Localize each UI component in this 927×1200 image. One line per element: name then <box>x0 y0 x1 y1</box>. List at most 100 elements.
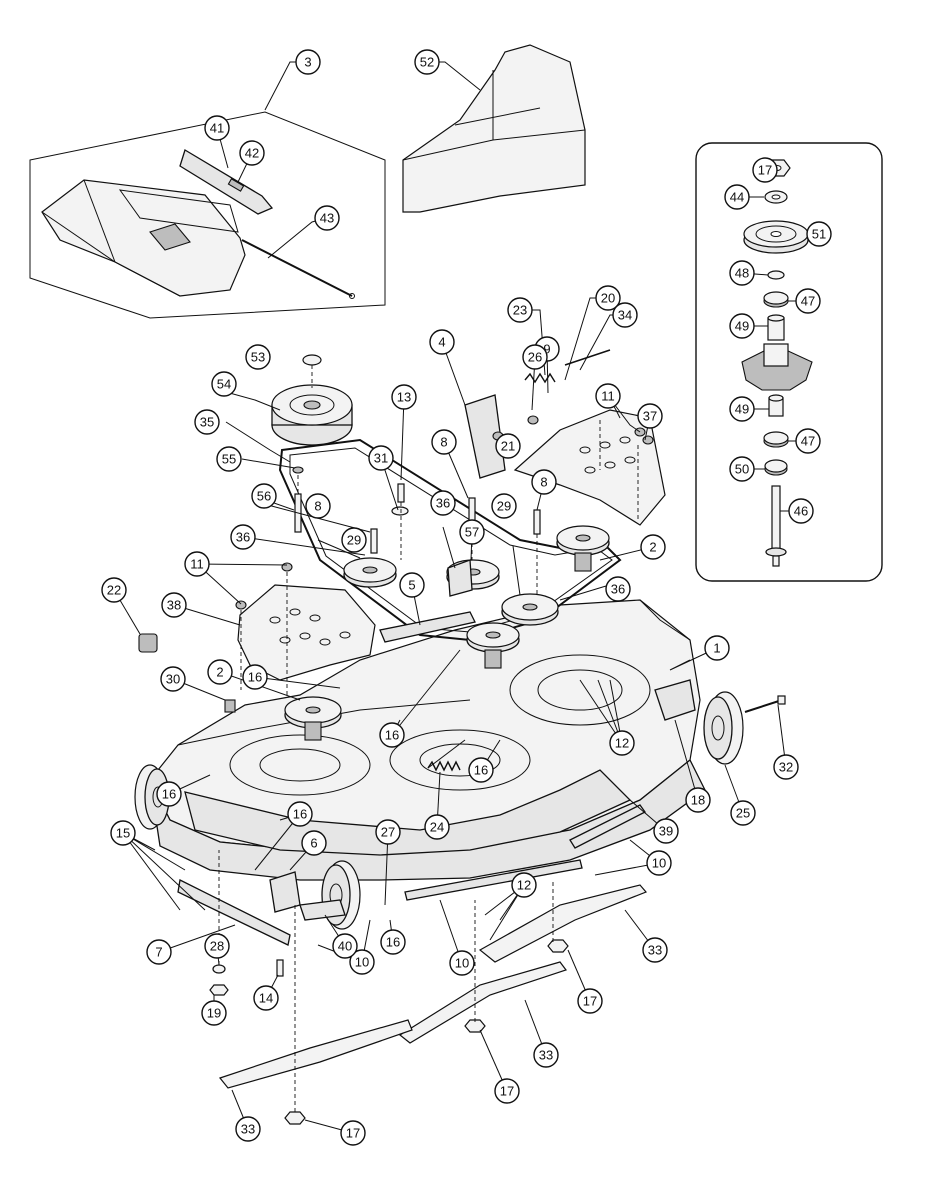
callout-number: 51 <box>812 227 826 242</box>
callout-number: 37 <box>643 409 657 424</box>
callout-number: 8 <box>440 435 447 450</box>
callout-bubble <box>646 850 672 876</box>
callout-number: 42 <box>245 146 259 161</box>
callout-20: 20 <box>595 285 621 311</box>
callout-bubble <box>468 757 494 783</box>
callout-number: 52 <box>420 55 434 70</box>
callout-bubble <box>201 1000 227 1026</box>
callout-12-2: 12 <box>511 872 537 898</box>
callout-7: 7 <box>146 939 172 965</box>
callout-bubble <box>340 1120 366 1146</box>
callout-5: 5 <box>399 572 425 598</box>
callout-17-3: 17 <box>494 1078 520 1104</box>
callout-number: 33 <box>648 943 662 958</box>
callout-bubble <box>511 872 537 898</box>
callout-number: 25 <box>736 806 750 821</box>
callout-36-2: 36 <box>430 490 456 516</box>
callout-3: 3 <box>295 49 321 75</box>
callout-33-1: 33 <box>642 937 668 963</box>
blades <box>218 884 648 1089</box>
callout-number: 54 <box>217 377 231 392</box>
callout-39: 39 <box>653 818 679 844</box>
callout-28: 28 <box>204 933 230 959</box>
callout-27: 27 <box>375 819 401 845</box>
callout-bubble <box>494 1078 520 1104</box>
assembly-lines <box>218 365 639 1112</box>
callout-number: 2 <box>649 540 656 555</box>
callout-bubble <box>207 659 233 685</box>
callout-8-1: 8 <box>431 429 457 455</box>
callout-number: 28 <box>210 939 224 954</box>
callout-number: 27 <box>381 825 395 840</box>
callout-bubble <box>729 260 755 286</box>
callout-bubble <box>459 519 485 545</box>
callout-number: 9 <box>543 342 550 357</box>
callout-number: 33 <box>539 1048 553 1063</box>
callout-bubble <box>287 801 313 827</box>
callout-number: 33 <box>241 1122 255 1137</box>
callout-38: 38 <box>161 592 187 618</box>
callout-bubble <box>577 988 603 1014</box>
callout-number: 5 <box>408 578 415 593</box>
callout-47-2: 47 <box>795 428 821 454</box>
callout-number: 1 <box>713 641 720 656</box>
callout-number: 48 <box>735 266 749 281</box>
callout-22: 22 <box>101 577 127 603</box>
callout-bubble <box>146 939 172 965</box>
callout-52: 52 <box>414 49 440 75</box>
callout-number: 57 <box>465 525 479 540</box>
callout-16-2: 16 <box>379 722 405 748</box>
callout-bubble <box>595 285 621 311</box>
callout-14: 14 <box>253 985 279 1011</box>
callout-bubble <box>230 524 256 550</box>
callout-bubble <box>239 140 265 166</box>
callout-bubble <box>242 664 268 690</box>
callout-57: 57 <box>459 519 485 545</box>
callout-49-2: 49 <box>729 396 755 422</box>
callout-8-2: 8 <box>531 469 557 495</box>
callout-18: 18 <box>685 787 711 813</box>
callout-number: 50 <box>735 462 749 477</box>
callout-32: 32 <box>773 754 799 780</box>
callout-bubble <box>795 428 821 454</box>
callout-bubble <box>349 949 375 975</box>
callout-bubble <box>729 456 755 482</box>
callout-55: 55 <box>216 446 242 472</box>
callout-number: 44 <box>730 190 744 205</box>
callout-bubble <box>449 950 475 976</box>
callout-30: 30 <box>160 666 186 692</box>
callout-number: 15 <box>116 826 130 841</box>
callout-number: 13 <box>397 390 411 405</box>
callout-21: 21 <box>495 433 521 459</box>
callout-bubble <box>531 469 557 495</box>
callout-bubble <box>184 551 210 577</box>
callout-number: 16 <box>248 670 262 685</box>
spindle-assembly-inset <box>695 142 883 582</box>
callout-13: 13 <box>391 384 417 410</box>
callout-bubble <box>380 929 406 955</box>
callout-bubble <box>533 1042 559 1068</box>
callout-35: 35 <box>194 409 220 435</box>
callout-number: 11 <box>190 557 204 572</box>
callout-number: 47 <box>801 294 815 309</box>
callout-17-2: 17 <box>577 988 603 1014</box>
callout-number: 39 <box>659 824 673 839</box>
callout-bubble <box>314 205 340 231</box>
callout-number: 17 <box>758 163 772 178</box>
callout-37: 37 <box>637 403 663 429</box>
callout-11-2: 11 <box>184 551 210 577</box>
callout-17-4: 17 <box>340 1120 366 1146</box>
callout-16-5: 16 <box>287 801 313 827</box>
callout-number: 10 <box>355 955 369 970</box>
callout-number: 56 <box>257 489 271 504</box>
callout-number: 16 <box>474 763 488 778</box>
callout-16-4: 16 <box>156 781 182 807</box>
callout-bubble <box>788 498 814 524</box>
callout-6: 6 <box>301 830 327 856</box>
callout-bubble <box>729 396 755 422</box>
callout-47-1: 47 <box>795 288 821 314</box>
callout-number: 16 <box>293 807 307 822</box>
belt-covers <box>237 409 666 681</box>
callout-bubble <box>194 409 220 435</box>
callout-bubble <box>640 534 666 560</box>
